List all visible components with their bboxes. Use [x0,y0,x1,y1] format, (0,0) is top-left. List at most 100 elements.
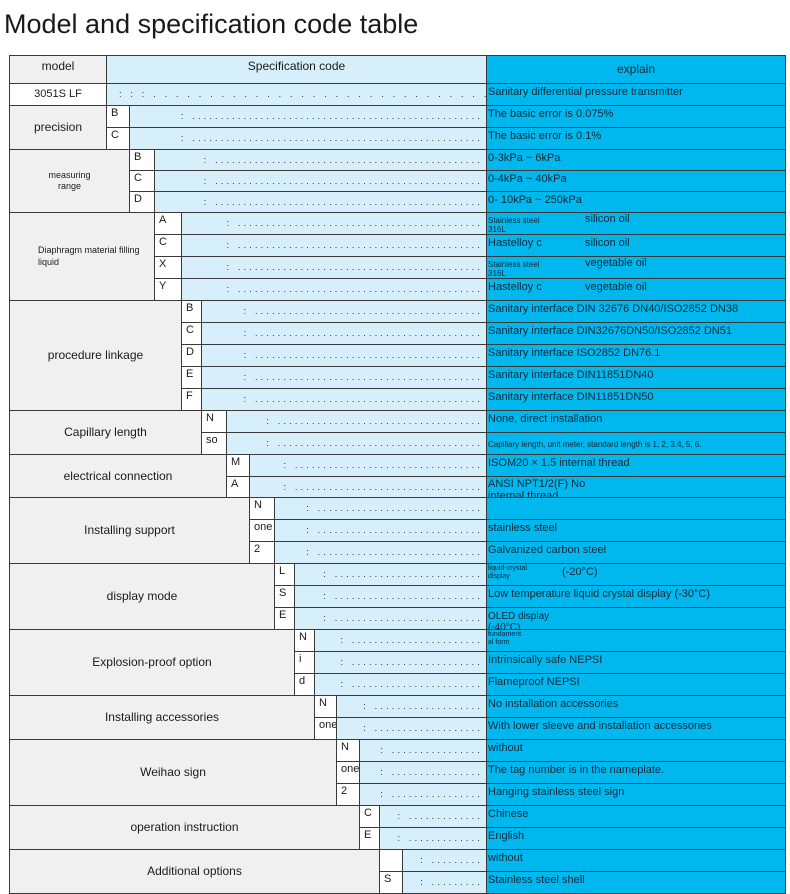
code-leader-dots: : ................... [336,717,487,740]
code-leader-dots: : ......................................… [181,256,487,279]
option-explain: 0-4kPa ~ 40kPa [486,170,786,192]
group-label-6: Installing support [9,497,250,564]
option-explain-text: Sanitary interface DIN11851DN50 [488,391,654,403]
option-code: 2 [336,783,360,806]
option-explain-text: without [488,742,523,754]
option-code: E [359,827,380,850]
option-explain: without [486,849,786,872]
option-code: one [336,761,360,784]
option-code: C [106,127,130,150]
header-spec-code: Specification code [106,55,487,84]
option-explain: Flameproof NEPSI [486,673,786,696]
option-code: N [314,695,337,718]
option-explain-text: With lower sleeve and installation acces… [488,720,712,732]
option-explain-extra: silicon oil [585,237,630,249]
option-code: M [226,454,250,477]
code-leader-dots: : ......................................… [201,388,487,411]
option-code [379,849,403,872]
option-code: so [201,432,227,455]
code-leader-dots: : ......................................… [181,234,487,257]
option-code: d [294,673,315,696]
option-explain-text: 0-4kPa ~ 40kPa [488,173,567,185]
model-row-leader: : : : . . . . . . . . . . . . . . . . . … [106,83,487,106]
option-code: i [294,651,315,674]
code-leader-dots: : ......................................… [201,344,487,367]
group-label-4: Capillary length [9,410,202,455]
option-explain: OLED display (-40°C) [486,607,786,630]
group-label-8: Explosion-proof option [9,629,295,696]
option-explain-text: Stainless steel shell [488,874,585,886]
option-code: E [181,366,202,389]
option-explain: Hanging stainless steel sign [486,783,786,806]
option-explain-text: Galvanized carbon steel [488,544,607,556]
group-label-10: Weihao sign [9,739,337,806]
code-leader-dots: : ......................................… [201,366,487,389]
group-label-1: measuring range [9,149,130,213]
code-leader-dots: : ................ [359,783,487,806]
code-leader-dots: : .......................... [294,607,487,630]
option-explain-text: Low temperature liquid crystal display (… [488,588,711,600]
code-leader-dots: : .......................... [294,585,487,608]
option-code: N [294,629,315,652]
option-explain: With lower sleeve and installation acces… [486,717,786,740]
option-code: A [226,476,250,498]
code-leader-dots: : ................... [336,695,487,718]
option-explain [486,497,786,520]
code-leader-dots: : ......... [402,849,487,872]
option-explain-text: Intrinsically safe NEPSI [488,654,603,666]
option-explain-text: The basic error is 0.1% [488,130,602,142]
option-explain-text: The basic error is 0.075% [488,108,614,120]
option-code: E [274,607,295,630]
option-explain-text: Sanitary interface DIN32676DN50/ISO2852 … [488,325,732,337]
option-explain: fundament al form [486,629,786,652]
option-code: S [274,585,295,608]
option-explain: Chinese [486,805,786,828]
code-leader-dots: : ......................................… [154,149,487,171]
option-explain: ISOM20 × 1.5 internal thread [486,454,786,477]
option-explain-text: Capillary length, unit meter, standard l… [488,440,702,449]
option-code: X [154,256,182,279]
group-label-7: display mode [9,563,275,630]
option-explain: The basic error is 0.075% [486,105,786,128]
option-explain-text: Flameproof NEPSI [488,676,580,688]
option-code: S [379,871,403,894]
option-code: C [181,322,202,345]
option-code: C [154,234,182,257]
option-explain: ANSI NPT1/2(F) No internal thread [486,476,786,498]
option-code: B [106,105,130,128]
option-explain-text: fundament al form [488,631,522,646]
option-explain-text: Hastelloy c [488,281,542,293]
option-explain: Intrinsically safe NEPSI [486,651,786,674]
option-explain: Sanitary interface DIN11851DN50 [486,388,786,411]
group-label-12: Additional options [9,849,380,894]
code-leader-dots: : .......................... [294,563,487,586]
code-leader-dots: : ............................. [274,497,487,520]
option-explain-text: liquid-crystal display [488,565,527,580]
option-explain-extra: vegetable oil [585,257,647,269]
option-explain-text: Sanitary interface ISO2852 DN76.1 [488,347,661,359]
option-explain-text: 0-3kPa ~ 6kPa [488,152,561,164]
code-leader-dots: : ......................................… [154,170,487,192]
option-code: L [274,563,295,586]
group-label-0: precision [9,105,107,150]
option-explain-text: OLED display (-40°C) [488,611,550,630]
model-code-cell: 3051S LF [9,83,107,106]
code-leader-dots: : ......................................… [181,212,487,235]
code-leader-dots: : ............................. [274,519,487,542]
code-leader-dots: : ................ [359,761,487,784]
option-explain-text: None, direct installation [488,413,603,425]
option-explain: 0-3kPa ~ 6kPa [486,149,786,171]
code-leader-dots: : ................................. [249,454,487,477]
option-explain: Stainless steel shell [486,871,786,894]
option-code: D [129,191,155,213]
code-leader-dots: : ....................... [314,651,487,674]
option-explain: Galvanized carbon steel [486,541,786,564]
option-explain: The tag number is in the nameplate. [486,761,786,784]
code-leader-dots: : ............. [379,805,487,828]
option-explain-text: The tag number is in the nameplate. [488,764,665,776]
option-explain: Sanitary interface DIN32676DN50/ISO2852 … [486,322,786,345]
header-model: model [9,55,107,84]
option-code: N [201,410,227,433]
